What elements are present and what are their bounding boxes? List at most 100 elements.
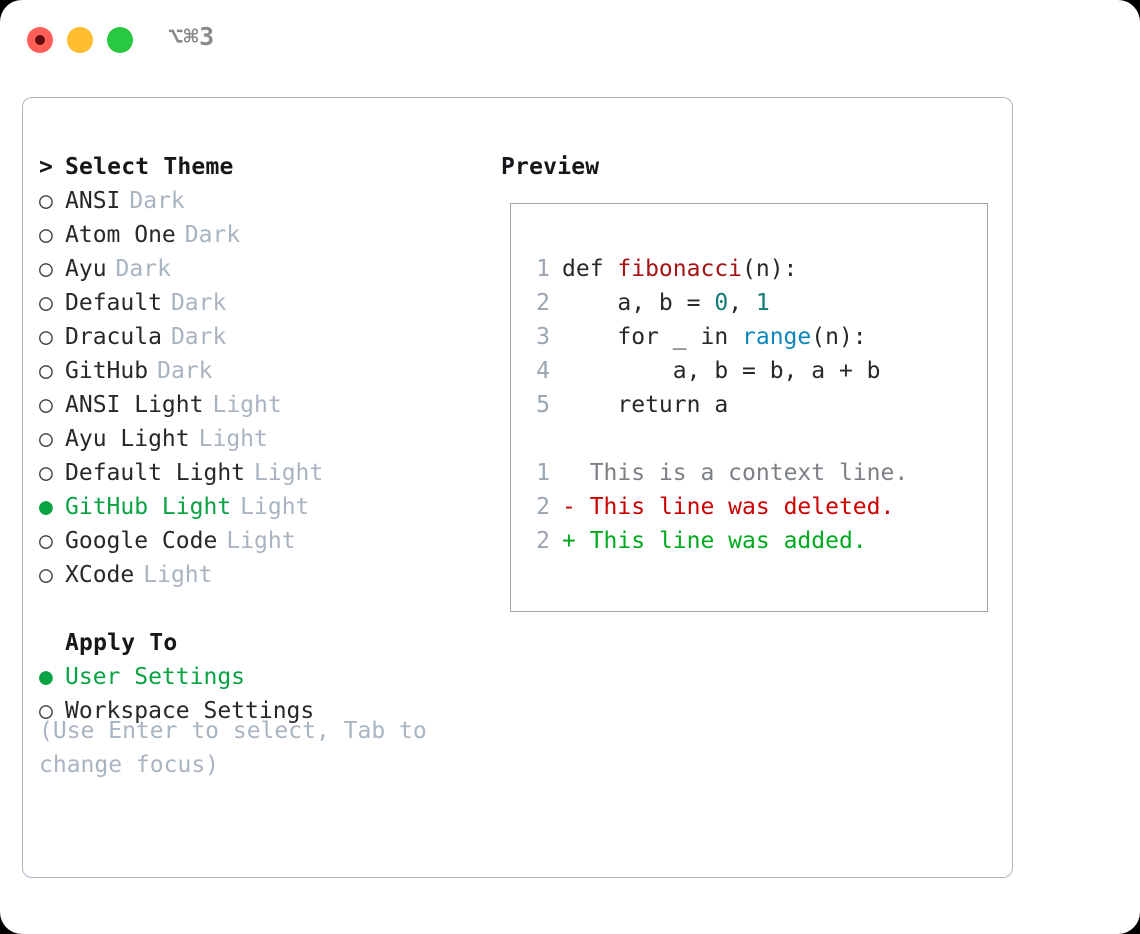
maximize-button[interactable] bbox=[107, 27, 133, 53]
indent-spacer: ○ bbox=[39, 626, 65, 660]
theme-variant-badge: Dark bbox=[184, 222, 241, 248]
title-bar: ⌥⌘3 bbox=[0, 0, 1140, 78]
theme-name-label: ANSI bbox=[65, 188, 121, 214]
theme-variant-badge: Dark bbox=[170, 324, 227, 350]
code-token: return a bbox=[562, 392, 729, 418]
apply-to-option[interactable]: ○ Workspace Settings bbox=[39, 694, 489, 728]
radio-unselected-icon: ○ bbox=[39, 290, 53, 316]
line-number: 1 bbox=[536, 460, 550, 486]
theme-variant-badge: Dark bbox=[170, 290, 227, 316]
theme-name-label: ANSI Light bbox=[65, 392, 204, 418]
line-number: 2 bbox=[536, 290, 550, 316]
radio-selected-icon: ● bbox=[39, 494, 53, 520]
theme-variant-badge: Light bbox=[212, 392, 282, 418]
theme-name-label: Ayu Light bbox=[65, 426, 190, 452]
code-token: (n): bbox=[811, 324, 867, 350]
theme-variant-badge: Light bbox=[240, 494, 310, 520]
theme-name-label: Atom One bbox=[65, 222, 176, 248]
theme-variant-badge: Dark bbox=[129, 188, 185, 214]
code-token: 0 bbox=[714, 290, 729, 316]
code-token: (n): bbox=[742, 256, 798, 282]
theme-list-item[interactable]: ○ XCode Light bbox=[39, 558, 489, 592]
code-blank-line bbox=[526, 422, 908, 456]
code-token: range bbox=[742, 324, 812, 350]
code-line: 3 for _ in range(n): bbox=[526, 320, 908, 354]
theme-list-item[interactable]: ○ Dracula Dark bbox=[39, 320, 489, 354]
theme-name-label: Default bbox=[65, 290, 162, 316]
theme-list-item[interactable]: ○ ANSI Dark bbox=[39, 184, 489, 218]
theme-name-label: Google Code bbox=[65, 528, 218, 554]
diff-marker: - bbox=[562, 494, 576, 520]
theme-list-item[interactable]: ● GitHub Light Light bbox=[39, 490, 489, 524]
diff-line: 2 + This line was added. bbox=[526, 524, 908, 558]
code-token: fibonacci bbox=[617, 256, 743, 282]
code-token: , bbox=[728, 290, 756, 316]
code-token: for _ in bbox=[562, 324, 743, 350]
theme-name-label: XCode bbox=[65, 562, 135, 588]
radio-unselected-icon: ○ bbox=[39, 222, 53, 248]
radio-unselected-icon: ○ bbox=[39, 528, 53, 554]
diff-line: 1 This is a context line. bbox=[526, 456, 908, 490]
theme-name-label: Dracula bbox=[65, 324, 162, 350]
radio-unselected-icon: ○ bbox=[39, 460, 53, 486]
radio-selected-icon: ● bbox=[39, 664, 53, 690]
keyboard-shortcut-label: ⌥⌘3 bbox=[168, 22, 215, 51]
diff-marker: + bbox=[562, 528, 576, 554]
radio-unselected-icon: ○ bbox=[39, 392, 53, 418]
radio-unselected-icon: ○ bbox=[39, 426, 53, 452]
theme-list-item[interactable]: ○ Default Light Light bbox=[39, 456, 489, 490]
apply-to-heading-label: Apply To bbox=[65, 630, 178, 656]
theme-variant-badge: Light bbox=[143, 562, 213, 588]
code-line: 5 return a bbox=[526, 388, 908, 422]
line-number: 2 bbox=[536, 528, 550, 554]
code-token: def bbox=[562, 256, 618, 282]
radio-unselected-icon: ○ bbox=[39, 324, 53, 350]
apply-to-label: Workspace Settings bbox=[65, 698, 315, 724]
theme-name-label: Default Light bbox=[65, 460, 246, 486]
apply-to-heading: ○Apply To bbox=[39, 626, 489, 660]
theme-name-label: GitHub Light bbox=[65, 494, 232, 520]
radio-unselected-icon: ○ bbox=[39, 188, 53, 214]
diff-text: This is a context line. bbox=[575, 460, 909, 486]
apply-to-option[interactable]: ●User Settings bbox=[39, 660, 489, 694]
select-theme-heading: > Select Theme bbox=[39, 150, 489, 184]
line-number: 2 bbox=[536, 494, 550, 520]
code-token: a, b = b, a + b bbox=[562, 358, 881, 384]
radio-unselected-icon: ○ bbox=[39, 698, 53, 724]
diff-line: 2- This line was deleted. bbox=[526, 490, 908, 524]
theme-list-item[interactable]: ○ ANSI Light Light bbox=[39, 388, 489, 422]
radio-unselected-icon: ○ bbox=[39, 562, 53, 588]
code-line: 2 a, b = 0, 1 bbox=[526, 286, 908, 320]
theme-name-label: Ayu bbox=[65, 256, 107, 282]
code-line: 4 a, b = b, a + b bbox=[526, 354, 908, 388]
diff-text: This line was deleted. bbox=[575, 494, 895, 520]
theme-list-item[interactable]: ○ Default Dark bbox=[39, 286, 489, 320]
code-token: 1 bbox=[755, 290, 770, 316]
line-number: 4 bbox=[536, 358, 550, 384]
theme-variant-badge: Light bbox=[254, 460, 324, 486]
theme-list-item[interactable]: ○ Atom One Dark bbox=[39, 218, 489, 252]
section-spacer bbox=[39, 592, 489, 626]
minimize-button[interactable] bbox=[67, 27, 93, 53]
help-text: (Use Enter to select, Tab to change focu… bbox=[39, 718, 427, 778]
code-token: a, b = bbox=[562, 290, 715, 316]
diff-text: This line was added. bbox=[575, 528, 867, 554]
theme-name-label: GitHub bbox=[65, 358, 149, 384]
line-number: 5 bbox=[536, 392, 550, 418]
select-theme-heading-label: Select Theme bbox=[65, 154, 234, 180]
caret-icon: > bbox=[39, 154, 54, 180]
radio-unselected-icon: ○ bbox=[39, 358, 53, 384]
apply-to-list: ●User Settings ○ Workspace Settings bbox=[39, 660, 489, 728]
